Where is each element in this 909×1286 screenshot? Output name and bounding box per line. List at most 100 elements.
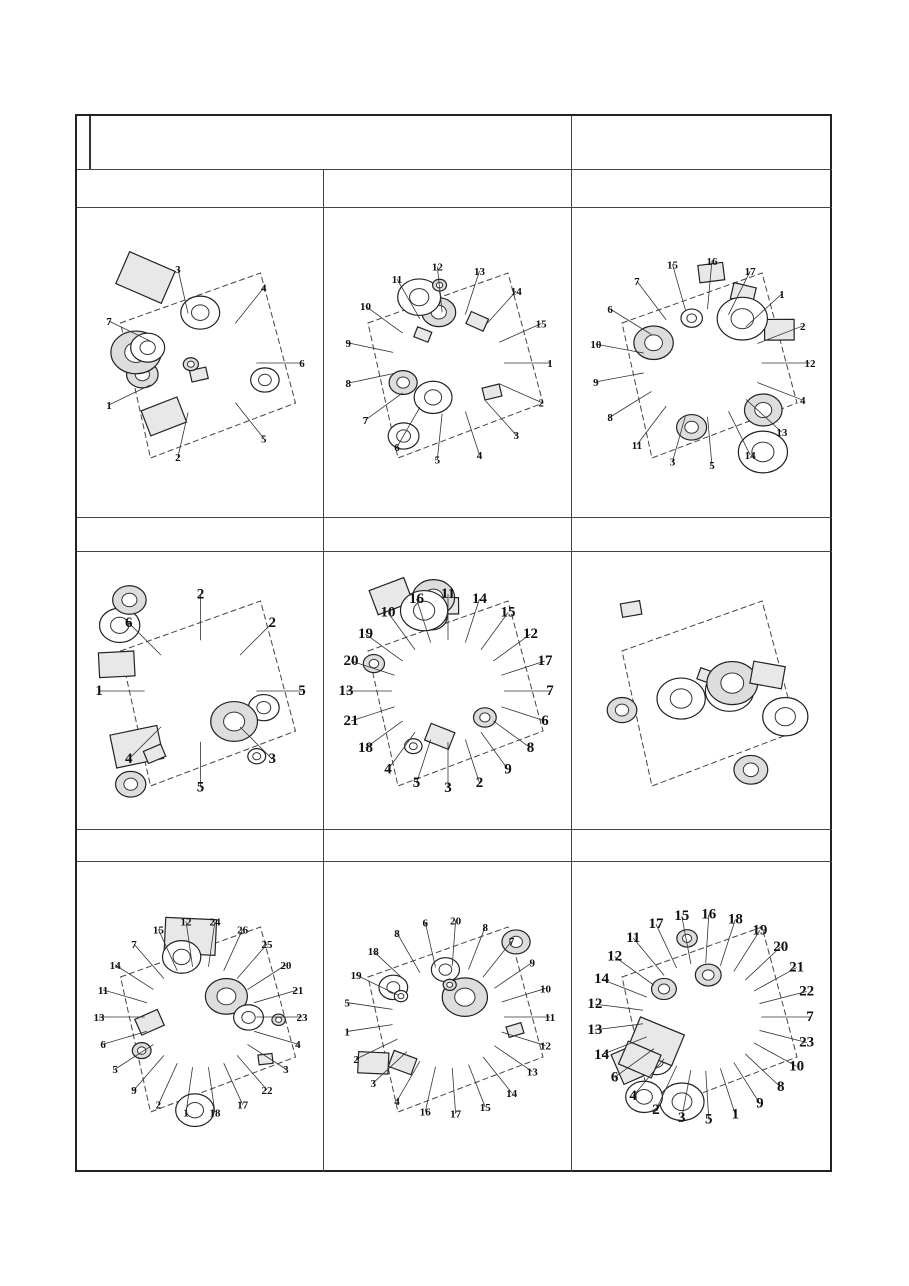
leader-line xyxy=(609,308,652,335)
leader-line xyxy=(759,1030,807,1043)
callout-number: 4 xyxy=(477,450,483,462)
callout-number: 6 xyxy=(100,1039,106,1051)
leader-line xyxy=(728,270,751,315)
callout-number: 10 xyxy=(540,983,552,995)
leader-line xyxy=(396,406,421,448)
leader-line xyxy=(208,1067,216,1113)
leader-line xyxy=(365,392,403,421)
callout-number: 13 xyxy=(474,266,486,278)
callout-number: 6 xyxy=(394,442,400,454)
leader-line xyxy=(177,268,189,314)
callout-number: 3 xyxy=(175,264,181,276)
callout-number: 5 xyxy=(344,998,350,1010)
label-cell-7 xyxy=(77,830,324,862)
part-shape xyxy=(161,940,202,974)
leader-line xyxy=(745,399,783,433)
leader-line xyxy=(733,930,761,972)
label-cell-5 xyxy=(324,518,572,552)
assembly-outline xyxy=(367,926,544,1113)
leader-line xyxy=(355,974,398,996)
part-shape xyxy=(387,1049,418,1076)
part-shape xyxy=(743,393,783,427)
callout-number: 11 xyxy=(441,586,455,602)
header-divider xyxy=(89,116,91,169)
leader-line xyxy=(365,633,403,662)
callout-number: 15 xyxy=(667,259,679,271)
callout-number: 7 xyxy=(634,276,640,288)
part-shape xyxy=(472,707,497,728)
callout-number: 7 xyxy=(806,1009,814,1025)
callout-number: 12 xyxy=(607,949,622,965)
callout-number: 4 xyxy=(261,283,267,295)
callout-number: 5 xyxy=(709,460,715,472)
callout-number: 19 xyxy=(358,626,373,642)
leader-line xyxy=(468,926,486,970)
diagram-carburetor xyxy=(572,552,832,830)
callout-number: 9 xyxy=(131,1085,137,1097)
callout-number: 4 xyxy=(800,395,806,407)
leader-line xyxy=(387,612,416,650)
part-shape xyxy=(115,250,176,305)
callout-number: 12 xyxy=(523,626,538,642)
callout-number: 16 xyxy=(701,907,717,923)
leader-line xyxy=(350,660,395,676)
leader-line xyxy=(609,391,652,418)
assembly-outline xyxy=(621,926,798,1113)
callout-number: 3 xyxy=(283,1064,289,1076)
callout-number: 5 xyxy=(413,775,421,791)
leader-line xyxy=(655,923,678,969)
assembly-outline xyxy=(119,600,297,787)
assembly-outline xyxy=(621,272,798,459)
leader-line xyxy=(601,1036,647,1056)
callout-number: 11 xyxy=(98,985,108,997)
leader-line xyxy=(234,402,265,439)
part-shape xyxy=(659,1082,705,1122)
callout-number: 2 xyxy=(652,1102,660,1118)
part-shape xyxy=(706,660,759,706)
callout-number: 5 xyxy=(112,1064,118,1076)
callout-number: 11 xyxy=(392,274,402,286)
callout-number: 13 xyxy=(94,1012,106,1024)
callout-number: 4 xyxy=(295,1039,301,1051)
part-shape xyxy=(210,700,259,742)
callout-number: 20 xyxy=(343,653,358,669)
callout-number: 1 xyxy=(106,400,112,412)
callout-number: 20 xyxy=(773,939,788,955)
callout-number: 13 xyxy=(587,1022,602,1038)
leader-line xyxy=(501,660,546,676)
callout-number: 17 xyxy=(538,653,554,669)
callout-number: 2 xyxy=(538,397,544,409)
callout-number: 7 xyxy=(509,936,515,948)
callout-number: 3 xyxy=(670,457,676,469)
leader-line xyxy=(451,1067,457,1114)
callout-number: 22 xyxy=(261,1085,273,1097)
leader-line xyxy=(757,325,803,344)
leader-line xyxy=(501,706,546,722)
part-shape xyxy=(617,1040,662,1079)
part-shape xyxy=(423,722,456,751)
leader-line xyxy=(728,411,751,456)
callout-number: 23 xyxy=(297,1012,309,1024)
part-shape xyxy=(130,332,166,363)
leader-line xyxy=(247,964,287,990)
callout-number: 15 xyxy=(500,605,515,621)
callout-number: 15 xyxy=(536,319,548,331)
callout-number: 6 xyxy=(423,918,429,930)
leader-line xyxy=(494,1045,533,1072)
callout-number: 6 xyxy=(299,358,305,370)
leader-line xyxy=(114,1044,154,1070)
leader-line xyxy=(365,720,403,749)
callout-number: 18 xyxy=(728,911,743,927)
callout-number: 5 xyxy=(197,779,205,795)
callout-number: 8 xyxy=(394,928,400,940)
leader-line xyxy=(719,919,736,966)
callout-number: 12 xyxy=(587,996,602,1012)
part-shape xyxy=(676,929,698,948)
label-cell-6 xyxy=(572,518,832,552)
part-shape xyxy=(250,367,280,393)
